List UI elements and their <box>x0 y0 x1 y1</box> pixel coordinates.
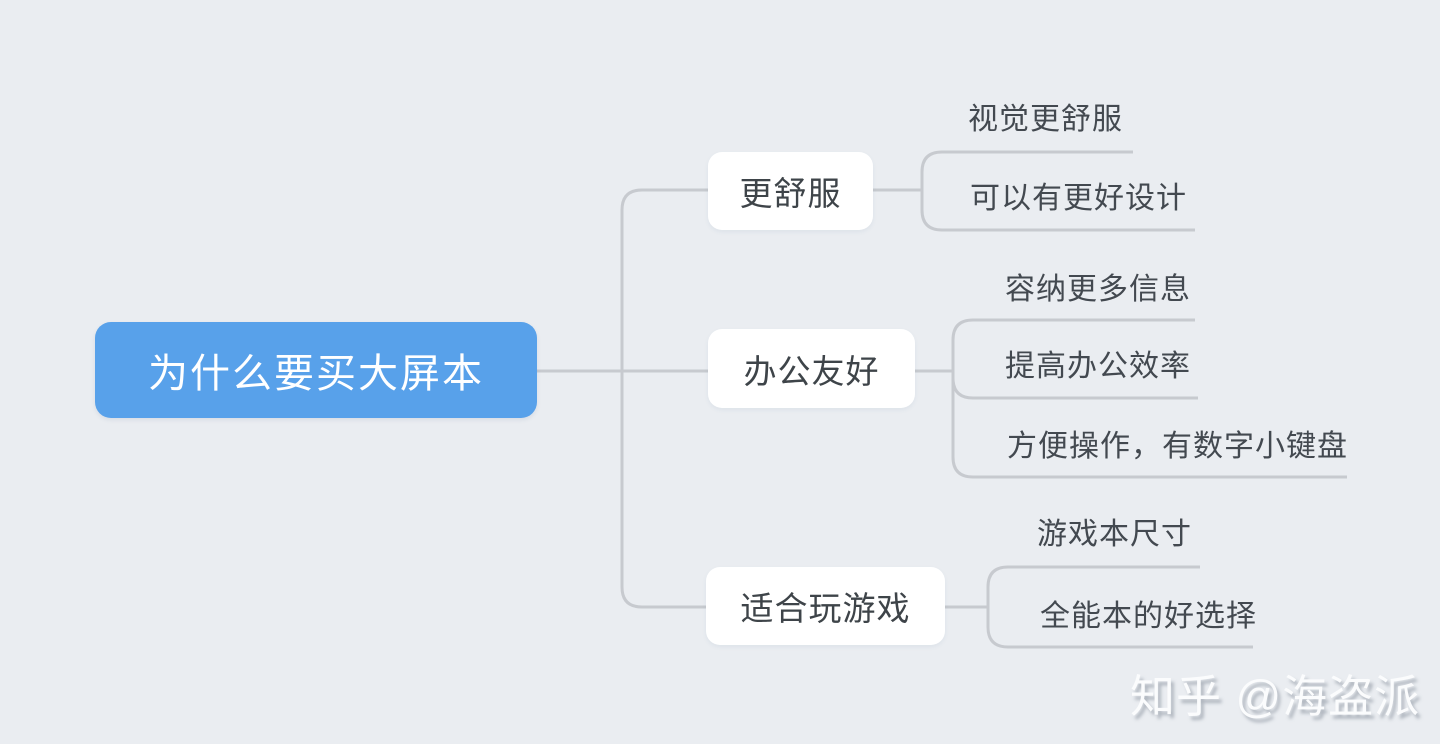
branch-node-gaming-label: 适合玩游戏 <box>740 590 911 627</box>
connector-main-spine <box>620 188 708 609</box>
zhihu-watermark: 知乎 @海盗派 <box>1130 671 1421 722</box>
leaf-node-allrounder-choice[interactable]: 全能本的好选择 <box>1040 600 1257 633</box>
leaf-node-numpad[interactable]: 方便操作，有数字小键盘 <box>1007 430 1348 463</box>
branch-node-comfort-label: 更舒服 <box>739 175 842 212</box>
leaf-node-gaming-size[interactable]: 游戏本尺寸 <box>1037 518 1192 551</box>
leaf-node-visual-comfort[interactable]: 视觉更舒服 <box>968 103 1123 136</box>
connector-comfort-children <box>920 150 1195 232</box>
connector-office-child-middle <box>951 377 1198 400</box>
connector-office-children-outer <box>951 318 1347 479</box>
leaf-node-better-design[interactable]: 可以有更好设计 <box>970 182 1187 215</box>
root-topic-label: 为什么要买大屏本 <box>148 352 484 396</box>
branch-node-office[interactable]: 办公友好 <box>708 329 915 408</box>
root-topic-node[interactable]: 为什么要买大屏本 <box>95 322 537 418</box>
leaf-node-office-efficiency[interactable]: 提高办公效率 <box>1005 350 1191 383</box>
branch-node-comfort[interactable]: 更舒服 <box>708 152 873 230</box>
branch-node-gaming[interactable]: 适合玩游戏 <box>706 567 945 645</box>
branch-node-office-label: 办公友好 <box>743 352 880 390</box>
connector-gaming-children <box>986 565 1253 649</box>
leaf-node-more-info[interactable]: 容纳更多信息 <box>1005 273 1191 306</box>
